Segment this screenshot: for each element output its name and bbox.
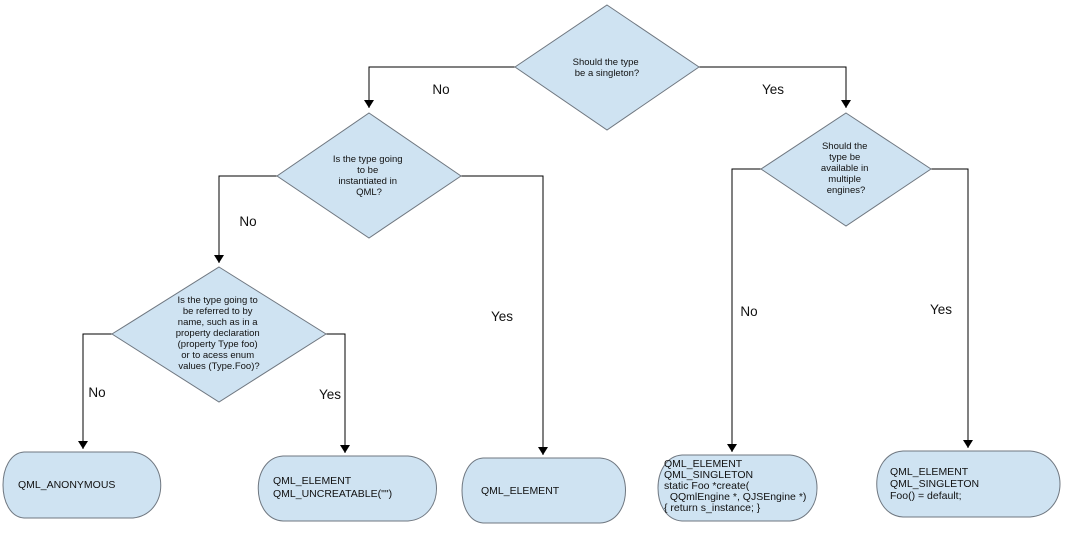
terminal-anonymous-shape: [2, 451, 162, 519]
decision-instantiated-line: QML?: [356, 187, 382, 198]
edge-label-referred-yes: Yes: [319, 387, 341, 402]
edge-label-singleton-yes: Yes: [762, 82, 784, 97]
terminal-uncreatable-text: QML_ELEMENT QML_UNCREATABLE(""): [273, 475, 392, 500]
terminal-singleton-create-line: QML_SINGLETON: [664, 469, 753, 481]
decision-singleton-text: Should the type be a singleton?: [573, 57, 642, 79]
terminal-uncreatable-shape: [257, 455, 437, 522]
terminal-singleton-create-line: QML_ELEMENT: [664, 458, 743, 470]
edge-label-engines-no: No: [740, 304, 757, 319]
decision-instantiated-line: instantiated in: [338, 176, 397, 187]
decision-referred-line: (property Type foo): [178, 339, 258, 350]
terminal-singleton-create-shape: [657, 454, 818, 522]
edge-label-engines-yes: Yes: [930, 302, 952, 317]
terminal-singleton-default: QML_ELEMENT QML_SINGLETON Foo() = defaul…: [876, 450, 1061, 518]
decision-engines-line: type be: [829, 152, 860, 163]
terminal-anonymous: QML_ANONYMOUS: [2, 451, 162, 519]
decision-referred-line: be referred to by: [183, 306, 253, 317]
decision-singleton: Should the type be a singleton?: [514, 4, 700, 131]
edge-label-instantiated-yes: Yes: [491, 309, 513, 324]
terminal-singleton-create-line: QQmlEngine *, QJSEngine *): [664, 491, 806, 503]
terminal-anonymous-text: QML_ANONYMOUS: [18, 479, 115, 491]
decision-singleton-line: be a singleton?: [575, 68, 639, 79]
decision-referred-line: or to acess enum: [181, 350, 254, 361]
decision-instantiated-text: Is the type going to be instantiated in …: [333, 154, 405, 198]
edges: [78, 66, 973, 455]
edge-label-instantiated-no: No: [239, 214, 256, 229]
decision-referred-line: name, such as in a: [178, 317, 258, 328]
terminal-singleton-create: QML_ELEMENT QML_SINGLETON static Foo *cr…: [657, 454, 818, 522]
decision-singleton-shape: [514, 4, 700, 131]
decision-referred-text: Is the type going to be referred to by n…: [176, 295, 263, 372]
decision-instantiated-line: to be: [357, 165, 378, 176]
decision-engines: Should the type be available in multiple…: [760, 112, 932, 227]
decision-referred-line: values (Type.Foo)?: [178, 361, 259, 372]
edge-label-referred-no: No: [88, 385, 105, 400]
terminal-uncreatable-line: QML_ELEMENT: [273, 475, 352, 487]
terminal-element-line: QML_ELEMENT: [481, 485, 560, 497]
terminal-element: QML_ELEMENT: [461, 457, 626, 524]
decision-engines-line: engines?: [827, 185, 866, 196]
terminal-singleton-create-text: QML_ELEMENT QML_SINGLETON static Foo *cr…: [664, 458, 809, 514]
edge-instantiated-no: [214, 175, 277, 263]
edge-engines-no: [727, 168, 761, 452]
edge-label-singleton-no: No: [432, 82, 449, 97]
edge-instantiated-yes: [461, 175, 548, 455]
decision-instantiated-line: Is the type going: [333, 154, 403, 165]
edge-singleton-no: [364, 66, 515, 108]
terminal-singleton-default-line: QML_ELEMENT: [890, 466, 969, 478]
terminal-singleton-create-line: { return s_instance; }: [664, 502, 761, 514]
decision-instantiated: Is the type going to be instantiated in …: [276, 112, 462, 239]
decision-referred-line: property declaration: [176, 328, 260, 339]
edge-engines-yes: [931, 168, 973, 448]
decision-engines-line: available in: [821, 163, 869, 174]
decision-engines-text: Should the type be available in multiple…: [821, 141, 871, 196]
terminal-element-shape: [461, 457, 626, 524]
edge-referred-yes: [326, 333, 350, 453]
edge-singleton-yes: [699, 66, 851, 108]
decision-engines-line: Should the: [822, 141, 867, 152]
decision-referred-line: Is the type going to: [178, 295, 258, 306]
decision-instantiated-shape: [276, 112, 462, 239]
terminal-singleton-default-line: Foo() = default;: [890, 490, 962, 502]
edge-labels: No Yes No Yes No Yes No Yes: [88, 82, 952, 402]
terminal-singleton-default-line: QML_SINGLETON: [890, 478, 979, 490]
decision-engines-shape: [760, 112, 932, 227]
terminal-anonymous-line: QML_ANONYMOUS: [18, 479, 115, 491]
terminal-singleton-default-text: QML_ELEMENT QML_SINGLETON Foo() = defaul…: [890, 466, 982, 502]
decision-singleton-line: Should the type: [573, 57, 639, 68]
decision-referred: Is the type going to be referred to by n…: [111, 266, 327, 403]
terminal-uncreatable: QML_ELEMENT QML_UNCREATABLE(""): [257, 455, 437, 522]
terminal-singleton-default-shape: [876, 450, 1061, 518]
terminal-uncreatable-line: QML_UNCREATABLE(""): [273, 488, 392, 500]
terminal-element-text: QML_ELEMENT: [481, 485, 560, 497]
decision-engines-line: multiple: [828, 174, 861, 185]
terminal-singleton-create-line: static Foo *create(: [664, 480, 750, 492]
edge-referred-no: [78, 333, 112, 449]
decision-referred-shape: [111, 266, 327, 403]
